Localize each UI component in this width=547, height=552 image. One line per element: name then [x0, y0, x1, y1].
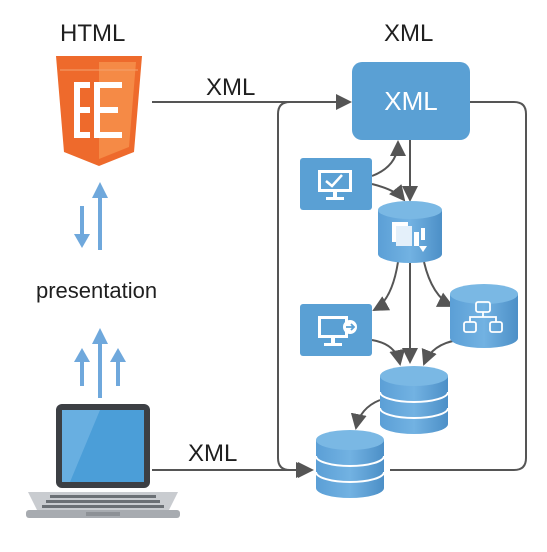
database-document-icon — [378, 201, 442, 263]
database-stack-middle-icon — [379, 366, 449, 434]
database-stack-bottom-icon — [315, 430, 385, 498]
xml-arrow-top-label: XML — [206, 74, 256, 101]
html-title: HTML — [60, 20, 126, 47]
laptop-icon — [26, 404, 180, 518]
monitor-check-icon — [300, 158, 372, 210]
monitor-arrow-icon — [300, 304, 372, 356]
xml-title: XML — [384, 20, 434, 47]
html5-shield-icon — [56, 56, 142, 166]
xml-arrow-bottom-label: XML — [188, 440, 238, 467]
xml-box — [352, 62, 470, 140]
presentation-label: presentation — [36, 278, 158, 303]
presentation-arrows-upper — [74, 182, 108, 250]
presentation-arrows-lower — [74, 328, 126, 398]
database-tree-icon — [450, 284, 518, 348]
